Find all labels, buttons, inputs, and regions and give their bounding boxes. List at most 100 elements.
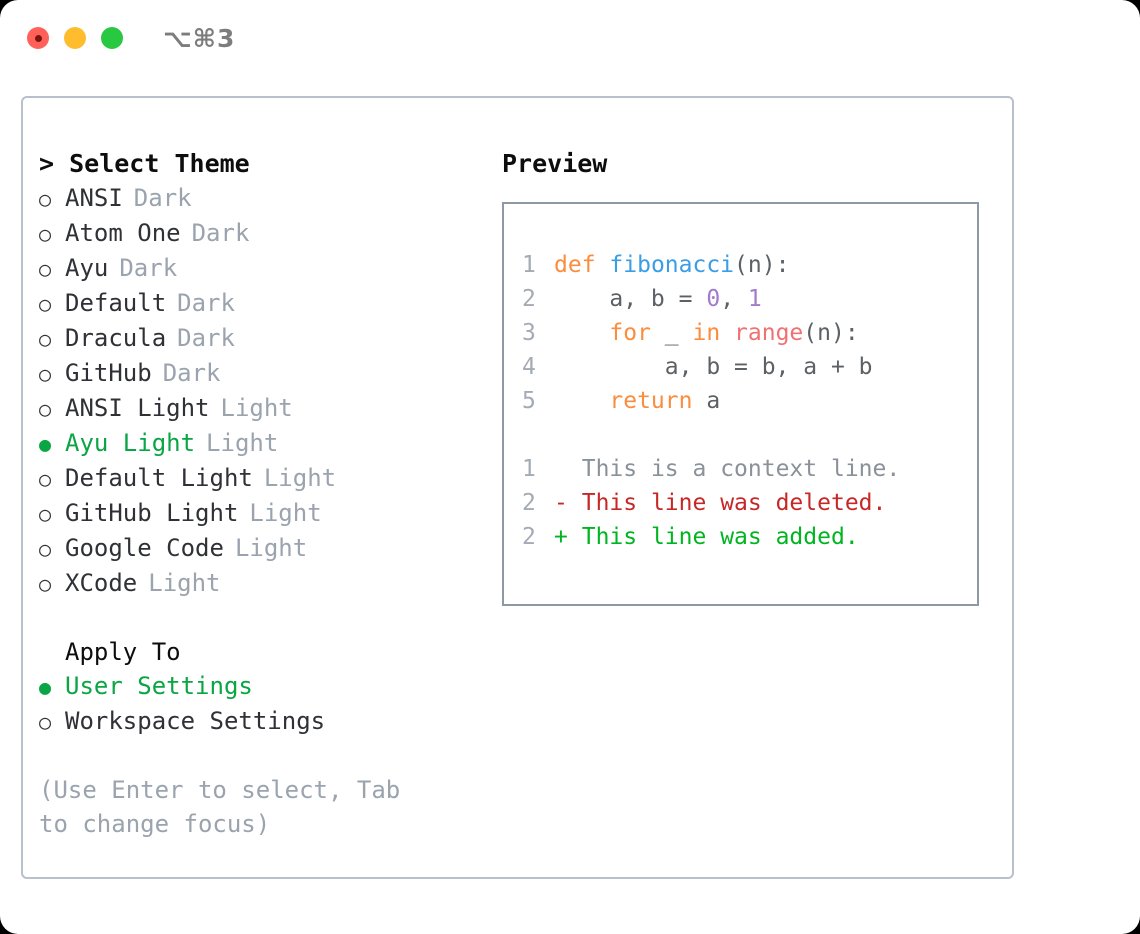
theme-option-default[interactable]: ○ Default Dark [39,286,487,321]
line-number: 2 [522,490,536,516]
code-token-plain: a [692,388,721,414]
code-line: 4 a, b = b, a + b [504,350,977,384]
diff-line: 1 This is a context line. [504,452,977,486]
preview-title: Preview [502,149,608,178]
radio-unselected-icon: ○ [39,710,52,734]
apply-to-option-user-settings[interactable]: ● User Settings [39,669,487,704]
code-line: 5 return a [504,384,977,418]
theme-name: Atom One [65,219,181,247]
code-line: 2 a, b = 0, 1 [504,282,977,316]
theme-kind-badge: Light [249,499,322,527]
code-diff-spacer [504,418,977,452]
code-line: 1 def fibonacci(n): [504,248,977,282]
radio-unselected-icon: ○ [39,257,52,281]
traffic-light-group [27,27,123,49]
line-number: 1 [522,252,536,278]
code-token-fn: fibonacci [609,252,735,278]
code-line-text: for _ in range(n): [554,316,859,350]
apply-to-label: Apply To [65,638,181,666]
radio-selected-icon: ● [39,432,52,456]
code-token-plain [554,320,609,346]
apply-to-name: User Settings [65,672,253,700]
line-number: 3 [522,320,536,346]
diff-sign [554,456,568,482]
theme-name: GitHub Light [65,499,239,527]
theme-option-github-light[interactable]: ○ GitHub Light Light [39,496,487,531]
line-number: 2 [522,524,536,550]
apply-to-list: ● User Settings ○Workspace Settings [39,669,487,739]
code-line-text: return a [554,384,720,418]
radio-unselected-icon: ○ [39,292,52,316]
theme-kind-badge: Light [220,394,293,422]
code-token-plain [554,388,609,414]
radio-unselected-icon: ○ [39,187,52,211]
diff-line-body: + This line was added. [554,520,859,554]
theme-option-ansi-light[interactable]: ○ ANSI Light Light [39,391,487,426]
close-button[interactable] [27,27,49,49]
theme-option-github[interactable]: ○ GitHub Dark [39,356,487,391]
code-token-plain: a, b = [554,286,707,312]
code-token-plain: , [720,286,748,312]
theme-option-ansi[interactable]: ○ ANSI Dark [39,181,487,216]
code-token-plain: (n): [803,320,859,346]
code-line-text: def fibonacci(n): [554,248,789,282]
theme-kind-badge: Dark [191,219,250,247]
theme-name: GitHub [65,359,152,387]
diff-text: This line was deleted. [581,490,887,516]
diff-line: 2- This line was deleted. [504,486,977,520]
code-line-text: a, b = 0, 1 [554,282,762,316]
theme-kind-badge: Dark [177,289,235,317]
code-token-kw: def [554,252,596,278]
radio-unselected-icon: ○ [39,327,52,351]
diff-sign: - [554,490,568,516]
theme-name: ANSI Light [65,394,210,422]
keyboard-shortcut-label: ⌥⌘3 [163,23,236,53]
theme-name: ANSI [65,184,123,212]
code-token-plain: a, b = b, a + b [554,354,873,380]
code-token-num: 1 [747,286,762,312]
diff-sample: 1 This is a context line.2- This line wa… [504,452,977,554]
section-spacer [39,601,487,635]
theme-kind-badge: Light [206,429,279,457]
minimize-button[interactable] [64,27,86,49]
theme-name: Default [65,289,167,317]
diff-text: This is a context line. [581,456,901,482]
radio-unselected-icon: ○ [39,362,52,386]
theme-name: Google Code [65,534,224,562]
title-bar: ⌥⌘3 [0,0,1140,76]
radio-unselected-icon: ○ [39,397,52,421]
maximize-button[interactable] [101,27,123,49]
radio-unselected-icon: ○ [39,502,52,526]
theme-kind-badge: Light [234,534,308,562]
diff-line: 2 + This line was added. [504,520,977,554]
radio-selected-icon: ● [39,675,52,699]
code-token-plain: (n): [734,252,790,278]
theme-kind-badge: Dark [133,184,192,212]
theme-name: Default Light [65,464,253,492]
code-token-kw: for [609,320,651,346]
theme-name: XCode [65,569,138,597]
code-token-plain [720,320,734,346]
apply-to-option-workspace-settings[interactable]: ○Workspace Settings [39,704,487,739]
code-token-call: range [734,320,804,346]
theme-kind-badge: Light [148,569,221,597]
code-token-plain: _ [650,320,693,346]
code-token-kw: return [609,388,693,414]
diff-sign: + [554,524,568,550]
line-number: 2 [522,286,536,312]
code-token-kw: in [692,320,721,346]
code-token-plain [596,252,610,278]
theme-kind-badge: Dark [162,359,221,387]
